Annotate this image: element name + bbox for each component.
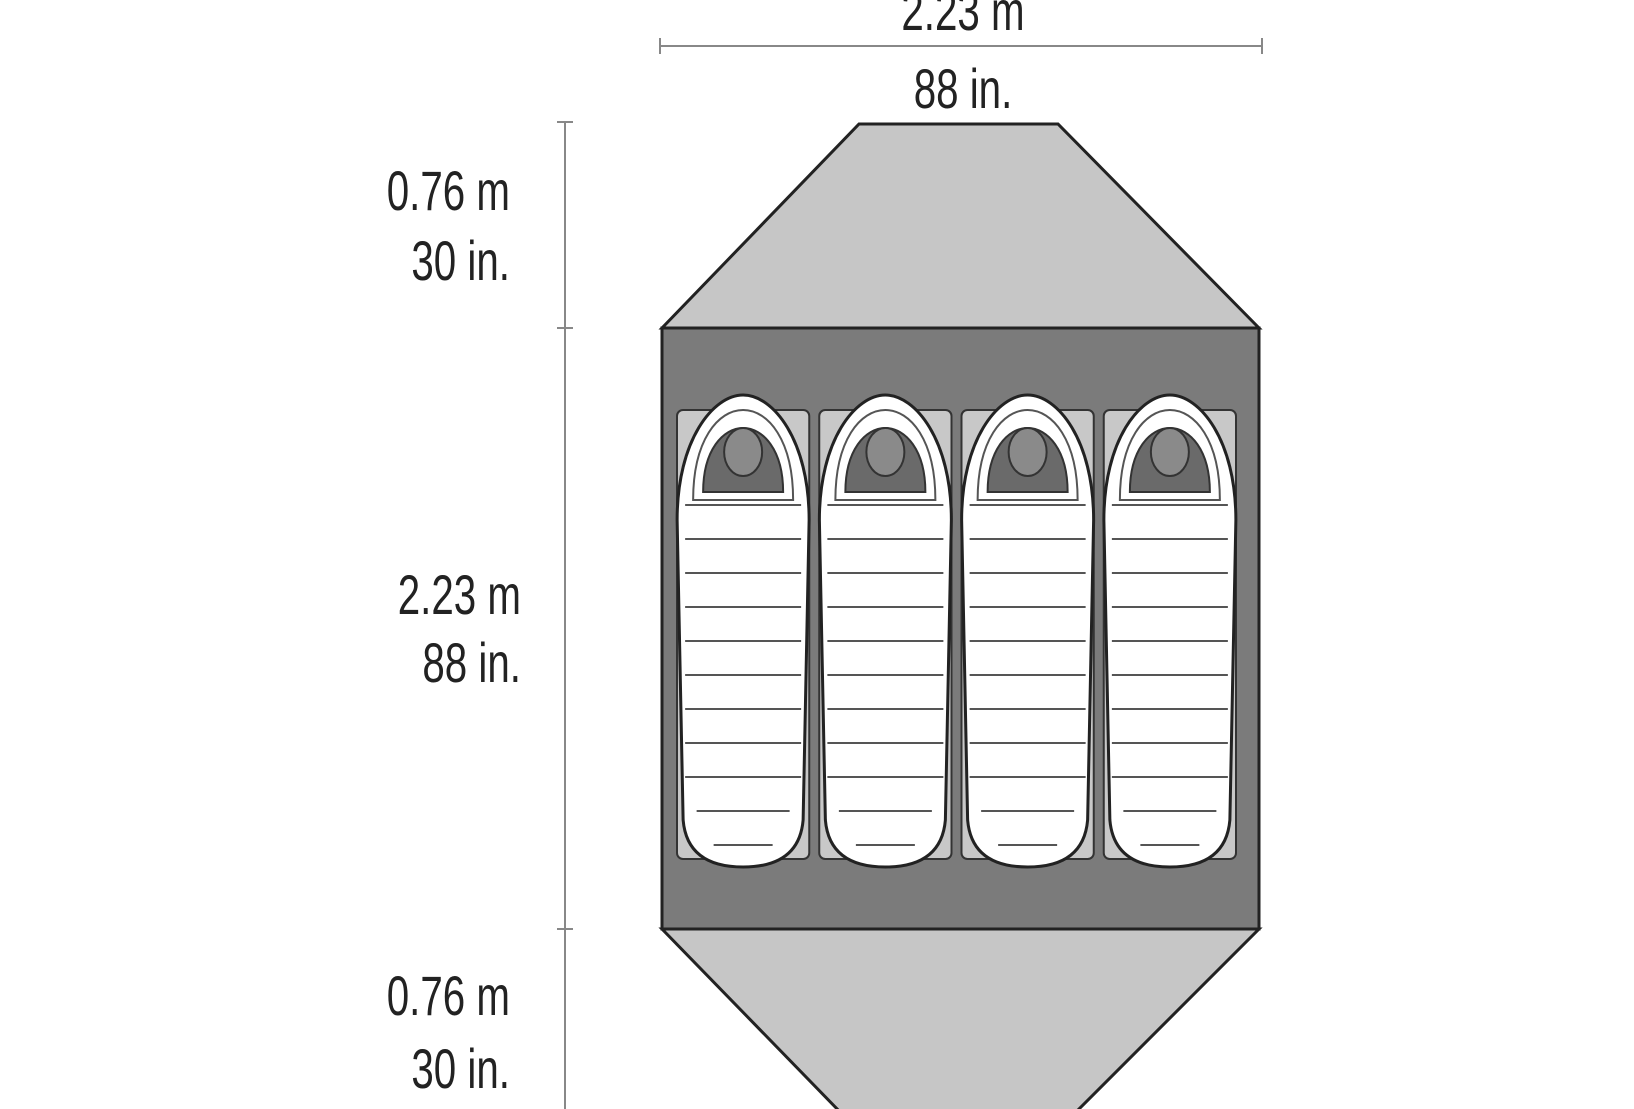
- sleeping-bag: [817, 393, 953, 869]
- length-metric-label: 2.23 m: [398, 565, 521, 627]
- length-imperial-label: 88 in.: [422, 633, 521, 695]
- sleeping-bag: [675, 393, 811, 869]
- occupants: [675, 393, 1238, 869]
- front-vestibule-metric-label: 0.76 m: [387, 161, 510, 223]
- front-vestibule-imperial-label: 30 in.: [411, 231, 510, 293]
- occupant: [817, 393, 953, 869]
- width-metric-label: 2.23 m: [901, 0, 1024, 43]
- occupant: [960, 393, 1096, 869]
- rear-vestibule-metric-label: 0.76 m: [387, 966, 510, 1028]
- width-dimension: 2.23 m 88 in.: [659, 0, 1263, 121]
- head-icon: [1007, 427, 1048, 477]
- sleeping-bag: [1102, 393, 1238, 869]
- width-imperial-label: 88 in.: [914, 59, 1013, 121]
- sleeping-bag: [960, 393, 1096, 869]
- rear-vestibule: [658, 927, 1263, 1109]
- head-icon: [865, 427, 906, 477]
- occupant: [675, 393, 811, 869]
- head-icon: [723, 427, 764, 477]
- rear-vestibule-imperial-label: 30 in.: [411, 1039, 510, 1101]
- head-icon: [1149, 427, 1190, 477]
- length-dimension: 0.76 m 30 in. 2.23 m 88 in. 0.76 m 30 in…: [387, 121, 573, 1109]
- front-vestibule: [658, 122, 1263, 330]
- occupant: [1102, 393, 1238, 869]
